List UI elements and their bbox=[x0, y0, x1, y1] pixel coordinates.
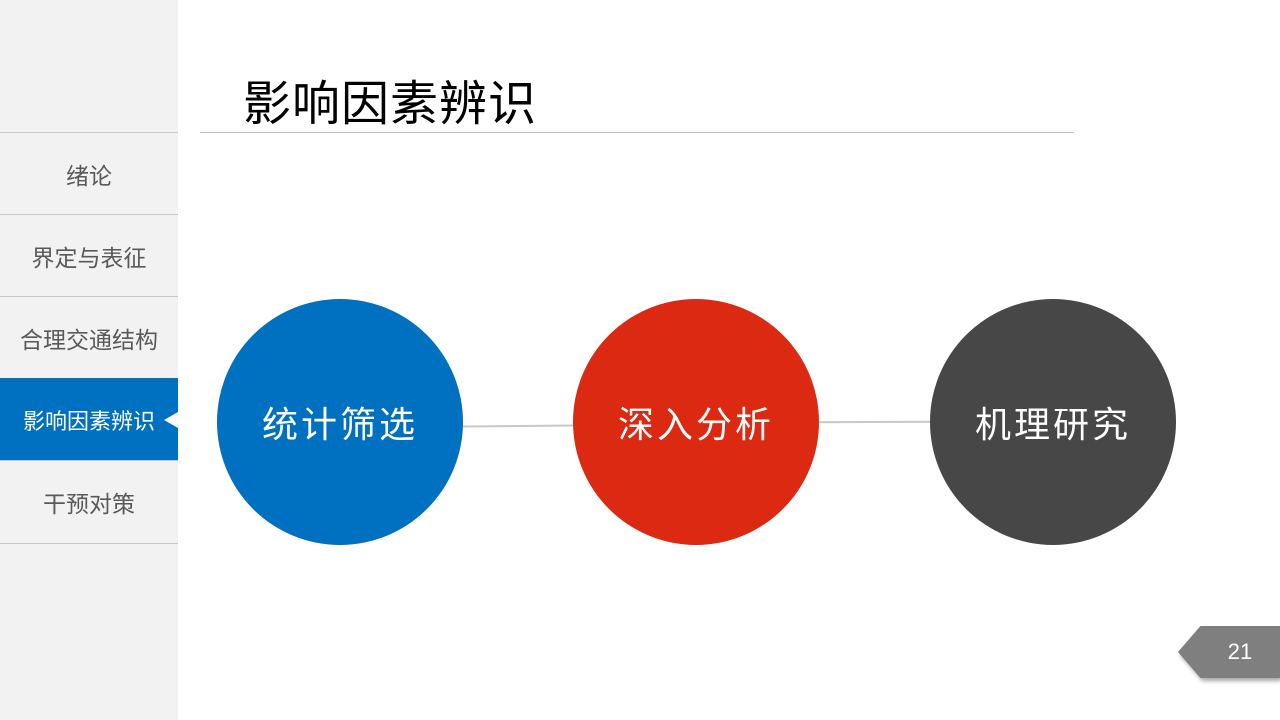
sidebar-item-label: 合理交通结构 bbox=[20, 327, 158, 354]
sidebar-item-label: 干预对策 bbox=[43, 492, 135, 518]
title-divider bbox=[200, 132, 1074, 133]
sidebar-item-label: 影响因素辨识 bbox=[22, 409, 155, 435]
sidebar-item-label: 界定与表征 bbox=[31, 245, 147, 272]
node-statistical-screening[interactable]: 统计筛选 bbox=[217, 299, 463, 545]
page-number: 21 bbox=[1227, 639, 1253, 664]
page-title: 影响因素辨识 bbox=[243, 76, 538, 132]
active-pointer-icon bbox=[164, 411, 178, 428]
node-in-depth-analysis[interactable]: 深入分析 bbox=[573, 299, 819, 545]
node-label: 机理研究 bbox=[974, 405, 1131, 446]
sidebar-item-introduction[interactable]: 绪论 bbox=[0, 132, 178, 214]
node-label: 深入分析 bbox=[617, 405, 774, 446]
page-number-badge: 21 bbox=[1178, 626, 1280, 678]
sidebar: 绪论 界定与表征 合理交通结构 影响因素辨识 干预对策 bbox=[0, 0, 178, 720]
sidebar-item-intervention[interactable]: 干预对策 bbox=[0, 460, 178, 544]
nav-list: 绪论 界定与表征 合理交通结构 影响因素辨识 干预对策 bbox=[0, 132, 178, 544]
badge-arrow-shape bbox=[1178, 626, 1280, 678]
node-label: 统计筛选 bbox=[261, 405, 418, 446]
sidebar-item-definition[interactable]: 界定与表征 bbox=[0, 214, 178, 296]
sidebar-item-factor-identification[interactable]: 影响因素辨识 bbox=[0, 378, 178, 460]
node-mechanism-research[interactable]: 机理研究 bbox=[930, 299, 1176, 545]
sidebar-item-label: 绪论 bbox=[66, 163, 112, 190]
connector-line-1 bbox=[461, 424, 575, 428]
connector-line-2 bbox=[817, 420, 933, 424]
sidebar-item-traffic-structure[interactable]: 合理交通结构 bbox=[0, 296, 178, 378]
